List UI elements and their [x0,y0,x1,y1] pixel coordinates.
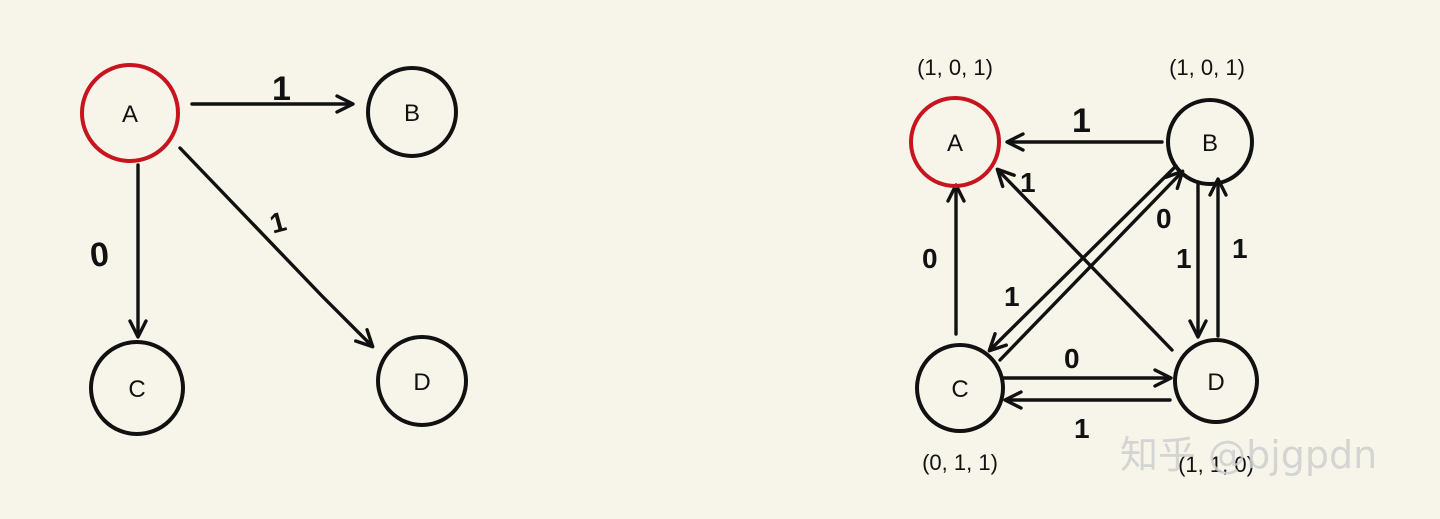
right-node-d-ring [1173,338,1259,424]
right-edge-d-a [995,167,1174,352]
left-node-b-label: B [404,100,420,127]
left-node-b-ring [366,66,458,158]
left-node-d-label: D [413,369,430,396]
right-edge-c-d-label: 0 [1064,343,1080,374]
right-node-c-label: C [951,376,968,403]
right-node-c-ring [915,343,1005,433]
left-graph: 1 0 1 A B C D [80,63,468,436]
left-node-c: C [89,340,185,436]
right-node-c: C (0, 1, 1) [915,343,1005,475]
left-node-c-ring [89,340,185,436]
right-node-d-label: D [1207,369,1224,396]
right-node-b-label: B [1202,130,1218,157]
right-edge-b-c-label: 1 [1004,281,1020,312]
right-node-a: A (1, 0, 1) [909,55,1001,188]
right-node-a-tuple: (1, 0, 1) [917,55,993,80]
left-edge-a-d-label: 1 [266,206,289,240]
right-node-b-tuple: (1, 0, 1) [1169,55,1245,80]
right-node-d: D (1, 1, 0) [1173,338,1259,477]
right-edge-c-b-label: 0 [1156,203,1172,234]
left-node-a-ring [80,63,180,163]
right-node-a-ring [909,96,1001,188]
right-graph: 1 1 0 0 1 1 1 0 1 [909,55,1259,477]
left-edge-a-d [178,146,375,349]
right-edge-b-a-label: 1 [1072,102,1091,140]
right-node-a-label: A [947,130,963,157]
right-edge-c-b [998,169,1185,362]
left-node-b: B [366,66,458,158]
left-node-a: A [80,63,180,163]
right-edge-b-c [987,164,1178,353]
left-edge-a-c-label: 0 [88,235,111,275]
right-node-b-ring [1166,98,1254,186]
right-edge-d-a-label: 1 [1020,167,1036,198]
left-edge-a-b-label: 1 [272,70,291,108]
left-node-a-label: A [122,101,138,128]
right-node-d-tuple: (1, 1, 0) [1178,452,1254,477]
right-node-b: B (1, 0, 1) [1166,55,1254,186]
right-node-c-tuple: (0, 1, 1) [922,450,998,475]
right-edge-d-b-label: 1 [1232,233,1248,264]
left-node-d: D [376,335,468,427]
left-node-d-ring [376,335,468,427]
right-edge-c-a-label: 0 [922,243,938,274]
watermark-text: 知乎 @bjgpdn [1120,433,1377,477]
right-edge-b-d-label: 1 [1176,243,1192,274]
left-node-c-label: C [128,376,145,403]
right-edge-d-c-label: 1 [1074,413,1090,444]
